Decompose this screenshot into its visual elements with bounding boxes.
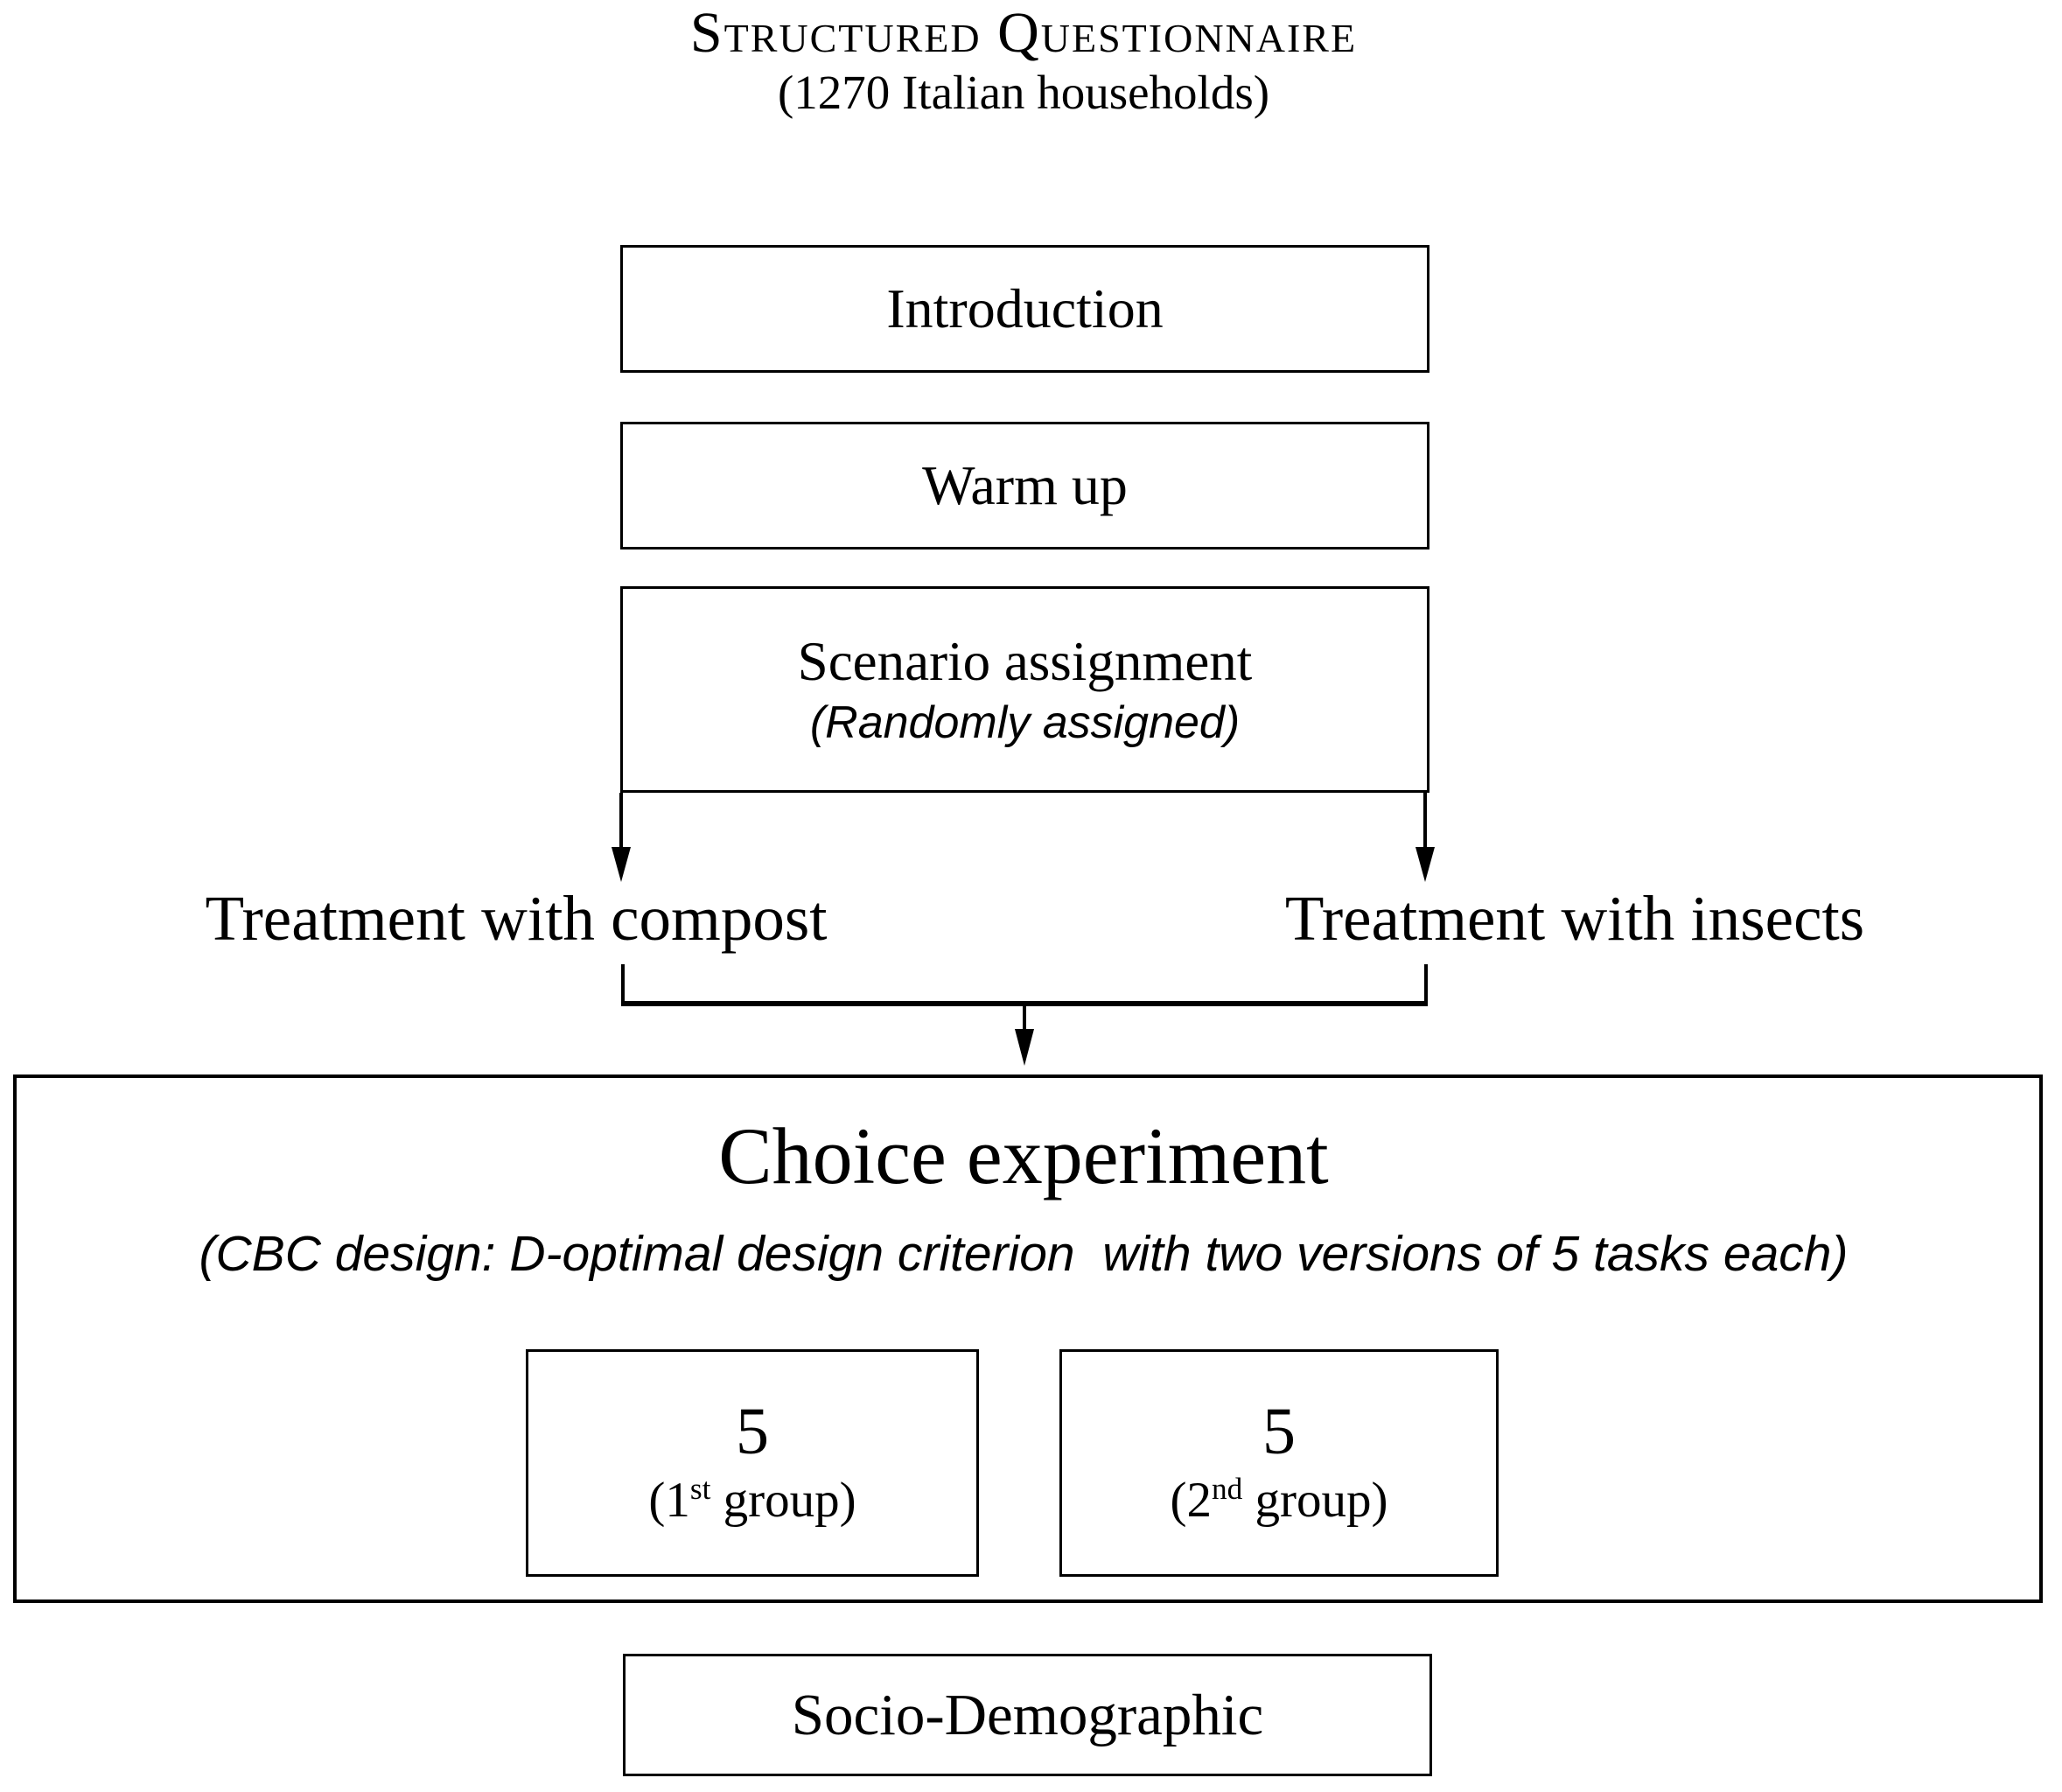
arrow-down-right xyxy=(1415,793,1435,882)
tasks-group2-count: 5 xyxy=(1262,1394,1296,1468)
tasks-group2-label: (2nd group) xyxy=(1170,1472,1387,1529)
group1-label-prefix: (1 xyxy=(648,1473,690,1529)
choice-experiment-note: (CBC design: D-optimal design criterion … xyxy=(199,1226,1849,1282)
tasks-group1-count: 5 xyxy=(736,1394,769,1468)
page-title: Structured Questionnaire xyxy=(689,1,1358,65)
group2-label-prefix: (2 xyxy=(1170,1473,1212,1529)
tasks-group1-box: 5 (1st group) xyxy=(526,1349,979,1577)
warm-up-label: Warm up xyxy=(922,454,1128,516)
scenario-assignment-label: Scenario assignment xyxy=(797,630,1253,692)
arrow-down-left xyxy=(612,793,631,882)
choice-experiment-title: Choice experiment xyxy=(718,1111,1329,1200)
page-subtitle: (1270 Italian households) xyxy=(777,66,1270,119)
group2-label-superscript: nd xyxy=(1211,1472,1243,1507)
group1-label-superscript: st xyxy=(689,1472,711,1507)
socio-demographic-label: Socio-Demographic xyxy=(791,1682,1264,1747)
tasks-group1-label: (1st group) xyxy=(648,1472,856,1529)
scenario-assignment-box: Scenario assignment (Randomly assigned) xyxy=(620,586,1429,793)
tasks-group2-box: 5 (2nd group) xyxy=(1059,1349,1499,1577)
joining-bracket xyxy=(621,964,1428,1006)
choice-experiment-box xyxy=(13,1074,2043,1603)
treatment-insects-label: Treatment with insects xyxy=(1284,883,1865,954)
scenario-assignment-note: (Randomly assigned) xyxy=(809,697,1241,749)
warm-up-box: Warm up xyxy=(620,422,1429,550)
arrow-down-center xyxy=(1015,1006,1034,1066)
group2-label-suffix: group) xyxy=(1242,1473,1388,1529)
introduction-box: Introduction xyxy=(620,245,1429,373)
treatment-compost-label: Treatment with compost xyxy=(205,883,828,954)
socio-demographic-box: Socio-Demographic xyxy=(623,1654,1432,1776)
introduction-label: Introduction xyxy=(886,277,1164,340)
group1-label-suffix: group) xyxy=(710,1473,856,1529)
